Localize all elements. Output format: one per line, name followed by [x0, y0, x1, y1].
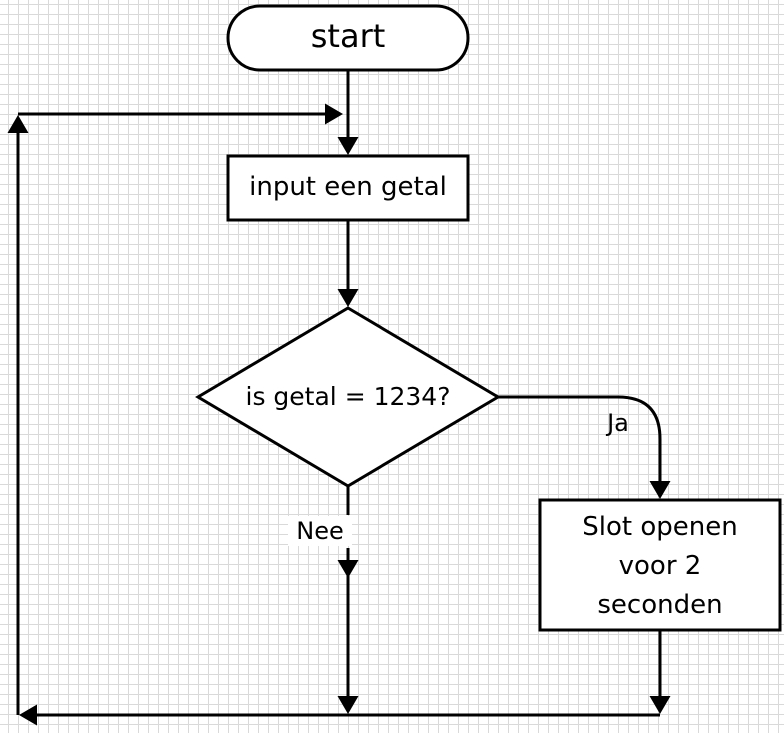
action-label-line-3: seconden: [597, 590, 723, 620]
input-process-box: [226, 154, 470, 222]
input-label: input een getal: [249, 172, 447, 202]
start-label: start: [310, 17, 386, 55]
yes-label: Ja: [607, 409, 629, 437]
action-process-box: [538, 498, 782, 632]
yes-branch-arrow: [498, 395, 671, 499]
action-label-line-2: voor 2: [618, 551, 702, 581]
action-label-line-1: Slot openen: [582, 512, 738, 542]
no-label: Nee: [288, 516, 352, 546]
decision-label: is getal = 1234?: [245, 382, 451, 411]
